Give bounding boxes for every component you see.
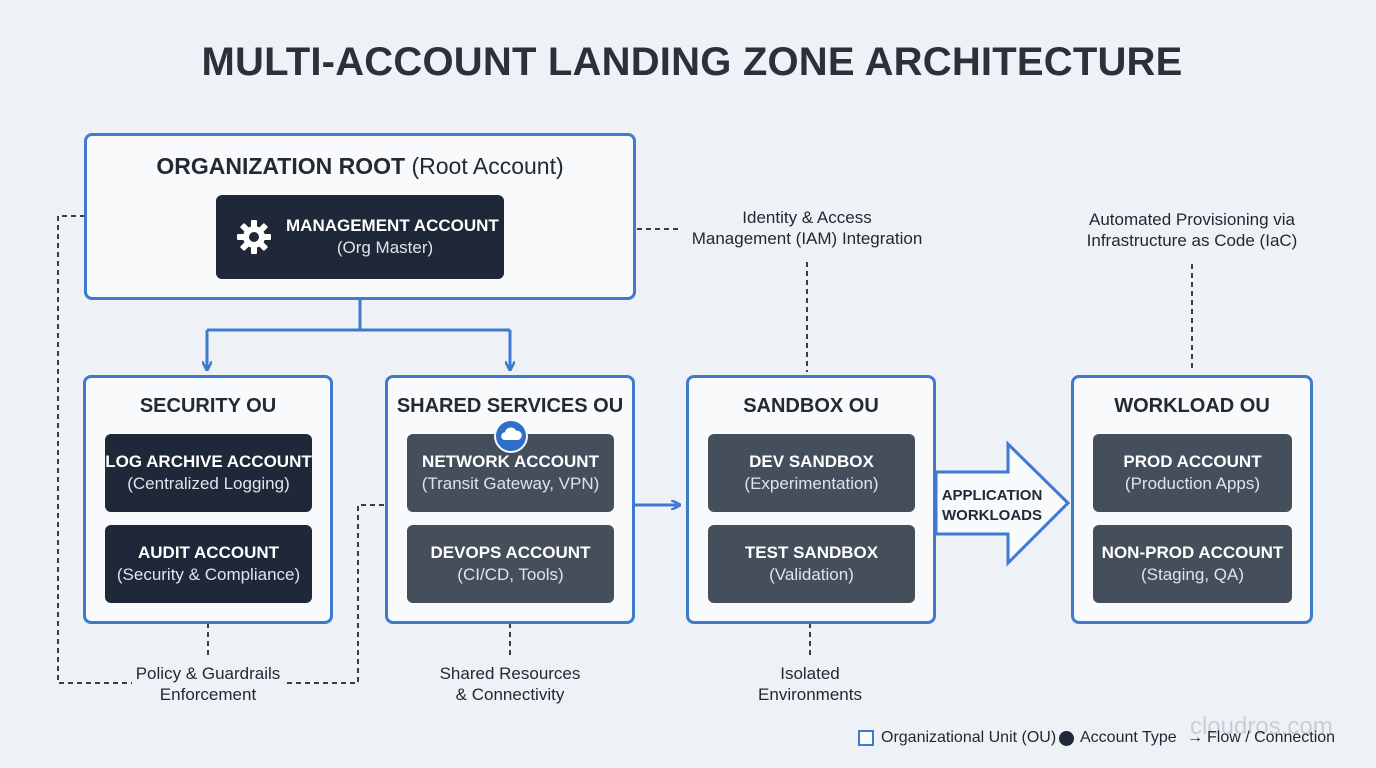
application-workloads-label: APPLICATION WORKLOADS (936, 486, 1048, 526)
legend-flow-label: Flow / Connection (1207, 729, 1336, 746)
organization-root-sublabel: (Root Account) (411, 153, 564, 179)
workload-ou-title: WORKLOAD OU (1114, 395, 1270, 417)
legend-account-dot-icon (1059, 730, 1074, 746)
audit-account-card: AUDIT ACCOUNT (Security & Compliance) (105, 525, 312, 603)
application-workloads-line1: APPLICATION (941, 487, 1043, 504)
log-archive-account-name: LOG ARCHIVE ACCOUNT (105, 452, 312, 471)
iac-note: Automated Provisioning via Infrastructur… (1057, 209, 1327, 251)
legend-flow: → Flow / Connection (1187, 729, 1335, 747)
legend-account-label: Account Type (1080, 729, 1177, 746)
watermark: cloudros.com (1190, 713, 1333, 740)
isolated-environments-note-line1: Isolated (780, 664, 840, 683)
isolated-environments-note: Isolated Environments (720, 663, 900, 705)
management-account-name: MANAGEMENT ACCOUNT (286, 216, 499, 235)
sandbox-ou-title: SANDBOX OU (743, 395, 879, 417)
non-prod-account-card: NON-PROD ACCOUNT (Staging, QA) (1093, 525, 1292, 603)
iac-note-line1: Automated Provisioning via (1088, 210, 1295, 229)
cloud-icon (494, 419, 528, 458)
shared-resources-note: Shared Resources & Connectivity (420, 663, 600, 705)
iam-note-line2: Management (IAM) Integration (691, 229, 923, 248)
gear-icon (234, 217, 274, 264)
legend-arrow-icon: → (1187, 729, 1203, 746)
page-title: MULTI-ACCOUNT LANDING ZONE ARCHITECTURE (201, 40, 1183, 84)
test-sandbox-name: TEST SANDBOX (744, 543, 879, 562)
iam-note: Identity & Access Management (IAM) Integ… (672, 207, 942, 249)
devops-account-card: DEVOPS ACCOUNT (CI/CD, Tools) (407, 525, 614, 603)
policy-dashed-right (287, 504, 384, 684)
policy-note-line1: Policy & Guardrails (135, 664, 281, 683)
policy-note: Policy & Guardrails Enforcement (118, 663, 298, 705)
shared-resources-note-line1: Shared Resources (439, 664, 581, 683)
audit-account-name: AUDIT ACCOUNT (137, 543, 280, 562)
iac-note-line2: Infrastructure as Code (IaC) (1086, 231, 1298, 250)
dev-sandbox-card: DEV SANDBOX (Experimentation) (708, 434, 915, 512)
log-archive-account-card: LOG ARCHIVE ACCOUNT (Centralized Logging… (105, 434, 312, 512)
test-sandbox-card: TEST SANDBOX (Validation) (708, 525, 915, 603)
isolated-environments-note-line2: Environments (758, 685, 862, 704)
management-account-card: MANAGEMENT ACCOUNT (Org Master) (216, 195, 504, 279)
organization-root-label: ORGANIZATION ROOT (156, 153, 406, 179)
security-ou-title: SECURITY OU (139, 395, 277, 417)
application-workloads-line2: WORKLOADS (942, 507, 1042, 524)
shared-resources-note-line2: & Connectivity (455, 685, 565, 704)
network-account-sub: (Transit Gateway, VPN) (421, 474, 600, 493)
policy-dashed-left (57, 215, 132, 684)
application-workloads-arrow (934, 440, 1071, 567)
devops-account-name: DEVOPS ACCOUNT (430, 543, 591, 562)
shared-services-ou-box: SHARED SERVICES OU NETWORK ACCOUNT (Tran… (385, 375, 635, 624)
non-prod-account-name: NON-PROD ACCOUNT (1101, 543, 1284, 562)
shared-services-ou-title: SHARED SERVICES OU (396, 395, 624, 417)
prod-account-card: PROD ACCOUNT (Production Apps) (1093, 434, 1292, 512)
log-archive-account-sub: (Centralized Logging) (127, 474, 290, 493)
legend-ou-label: Organizational Unit (OU) (881, 729, 1057, 746)
legend-ou: Organizational Unit (OU) (858, 729, 1056, 747)
non-prod-account-sub: (Staging, QA) (1141, 565, 1244, 584)
prod-account-sub: (Production Apps) (1124, 474, 1261, 493)
dev-sandbox-name: DEV SANDBOX (749, 452, 874, 471)
iam-note-line1: Identity & Access (742, 208, 872, 227)
network-account-name: NETWORK ACCOUNT (422, 452, 599, 471)
dev-sandbox-sub: (Experimentation) (744, 474, 879, 493)
security-ou-box: SECURITY OU LOG ARCHIVE ACCOUNT (Central… (83, 375, 333, 624)
organization-root-title: ORGANIZATION ROOT (Root Account) (87, 153, 633, 180)
test-sandbox-sub: (Validation) (769, 565, 854, 584)
devops-account-sub: (CI/CD, Tools) (457, 565, 564, 584)
audit-account-sub: (Security & Compliance) (116, 565, 301, 584)
legend-account: Account Type (1059, 729, 1177, 747)
prod-account-name: PROD ACCOUNT (1123, 452, 1262, 471)
network-account-card: NETWORK ACCOUNT (Transit Gateway, VPN) (407, 434, 614, 512)
workload-ou-box: WORKLOAD OU PROD ACCOUNT (Production App… (1071, 375, 1313, 624)
sandbox-ou-box: SANDBOX OU DEV SANDBOX (Experimentation)… (686, 375, 936, 624)
legend-ou-square-icon (858, 730, 874, 746)
management-account-sub: (Org Master) (336, 238, 434, 257)
policy-note-line2: Enforcement (159, 685, 257, 704)
organization-root-box: ORGANIZATION ROOT (Root Account) MAN (84, 133, 636, 300)
